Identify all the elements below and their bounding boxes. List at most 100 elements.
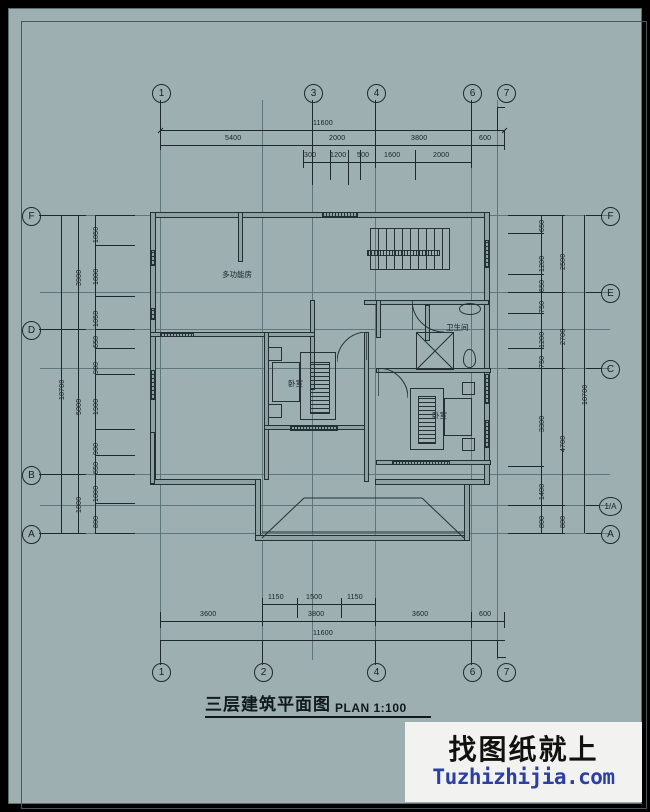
bubble-leader-bot-6 <box>471 640 472 665</box>
grid-line-7 <box>497 100 498 660</box>
wall-interior-l <box>150 432 155 484</box>
dim-ext-t3-e <box>360 150 361 180</box>
grid-bubble-right-1A[interactable]: 1/A <box>599 497 622 516</box>
grid-bubble-right-A[interactable]: A <box>601 525 620 544</box>
dim-top-3800: 3800 <box>411 135 428 142</box>
window-east-lower <box>485 374 489 404</box>
dim-top-5400: 5400 <box>225 135 242 142</box>
grid-bubble-bottom-1[interactable]: 1 <box>152 663 171 682</box>
grid-bubble-right-F[interactable]: F <box>601 207 620 226</box>
dim-bot-overall-11600: 11600 <box>313 630 333 637</box>
dim-left-1050a: 1050 <box>93 226 100 243</box>
dim-left-5000: 5000 <box>76 398 83 415</box>
dim-ext-t3-d <box>348 150 349 185</box>
dim-right-2500: 2500 <box>560 253 567 270</box>
grid-bubble-left-D[interactable]: D <box>22 321 41 340</box>
bubble-leader-bot-7-jog <box>497 657 506 658</box>
bubble-leader-bot-4 <box>375 640 376 665</box>
dim-left-650b: 650 <box>93 461 100 474</box>
grid-bubble-right-C[interactable]: C <box>601 360 620 379</box>
dim-left-800: 800 <box>93 515 100 528</box>
wall-exterior-south-west <box>150 479 260 485</box>
dim-ext-rm-e <box>541 533 565 534</box>
dim-right-1400: 1400 <box>539 483 546 500</box>
dim-ext-t2-c <box>375 130 376 150</box>
dim-ext-li-1 <box>95 245 135 246</box>
dim-right-750a: 750 <box>539 300 546 313</box>
grid-bubble-top-1[interactable]: 1 <box>152 84 171 103</box>
wall-interior-g <box>376 300 381 338</box>
window-bedroom-right-south <box>392 461 450 465</box>
dim-ext-lm-b <box>61 329 86 330</box>
grid-bubble-bottom-7[interactable]: 7 <box>497 663 516 682</box>
staircase-treads <box>370 228 450 270</box>
dim-line-left-mid <box>78 215 79 533</box>
grid-line-B <box>40 474 610 475</box>
bubble-leader-bot-1 <box>160 640 161 665</box>
dim-ext-ri-4 <box>508 313 544 314</box>
window-west-lower <box>151 370 155 400</box>
drawing-title-cn: 三层建筑平面图 <box>205 695 331 715</box>
room-label-bedroom-left: 卧室 <box>288 379 303 388</box>
bed-right-mattress <box>418 396 436 444</box>
dim-ext-li-3 <box>95 329 135 330</box>
dim-left-3900: 3900 <box>76 269 83 286</box>
grid-bubble-top-4[interactable]: 4 <box>367 84 386 103</box>
dim-ext-lm-c <box>61 474 86 475</box>
grid-line-2 <box>262 100 263 660</box>
dim-ext-b1-d <box>375 598 376 626</box>
bubble-leader-bot-7 <box>497 640 498 658</box>
grid-bubble-right-E[interactable]: E <box>601 284 620 303</box>
dim-right-650a: 650 <box>539 219 546 232</box>
nightstand-left-a <box>272 362 300 402</box>
grid-bubble-bottom-4[interactable]: 4 <box>367 663 386 682</box>
room-label-multi-function: 多功能房 <box>222 270 252 279</box>
grid-bubble-left-F[interactable]: F <box>22 207 41 226</box>
dim-ext-t3-f <box>375 150 376 168</box>
window-north <box>322 212 358 217</box>
grid-bubble-left-B[interactable]: B <box>22 466 41 485</box>
sink-basin <box>459 303 481 315</box>
dim-ext-ri-5 <box>508 348 544 349</box>
dim-right-3300: 3300 <box>539 415 546 432</box>
dim-top-2000b: 2000 <box>433 152 450 159</box>
dim-line-top-overall <box>160 130 505 131</box>
dim-top-1200: 1200 <box>330 152 347 159</box>
dim-ext-b1-a <box>262 598 263 626</box>
grid-bubble-bottom-2[interactable]: 2 <box>254 663 273 682</box>
dim-ext-ri-7 <box>508 466 544 467</box>
grid-line-A <box>40 533 610 534</box>
dim-left-1000: 1000 <box>93 485 100 502</box>
grid-bubble-left-A[interactable]: A <box>22 525 41 544</box>
wall-exterior-north <box>150 212 490 218</box>
bubble-leader-right-1A <box>586 505 600 506</box>
dim-bot-3800: 3800 <box>308 611 325 618</box>
dim-right-1200a: 1200 <box>539 255 546 272</box>
dim-ext-rm-c <box>541 368 565 369</box>
room-label-bedroom-right: 卧室 <box>432 411 447 420</box>
bubble-leader-right-C <box>586 368 602 369</box>
dim-line-right-mid <box>562 215 563 533</box>
dim-ext-t3-h <box>471 150 472 168</box>
bubble-leader-left-B <box>39 474 69 475</box>
dim-ext-b1-b <box>297 598 298 618</box>
door-swing-bedroom-left <box>337 332 367 362</box>
room-label-bathroom: 卫生间 <box>446 323 469 332</box>
grid-bubble-top-3[interactable]: 3 <box>304 84 323 103</box>
window-west-upper <box>151 250 155 266</box>
grid-bubble-top-7[interactable]: 7 <box>497 84 516 103</box>
grid-line-6 <box>471 100 472 660</box>
bubble-leader-right-E <box>586 292 602 293</box>
dim-ext-li-5 <box>95 374 135 375</box>
dim-ext-ri-3 <box>508 292 544 293</box>
grid-bubble-top-6[interactable]: 6 <box>463 84 482 103</box>
dim-line-bot-row1 <box>262 604 375 605</box>
dim-left-900a: 900 <box>93 361 100 374</box>
grid-bubble-bottom-6[interactable]: 6 <box>463 663 482 682</box>
bubble-leader-top-3 <box>312 100 313 130</box>
dim-ext-li-10 <box>95 533 135 534</box>
dim-ext-t2-d <box>471 130 472 150</box>
dim-top-500: 500 <box>357 152 370 159</box>
dim-ext-t3-a <box>303 150 304 168</box>
dim-ext-t3-b <box>312 150 313 185</box>
